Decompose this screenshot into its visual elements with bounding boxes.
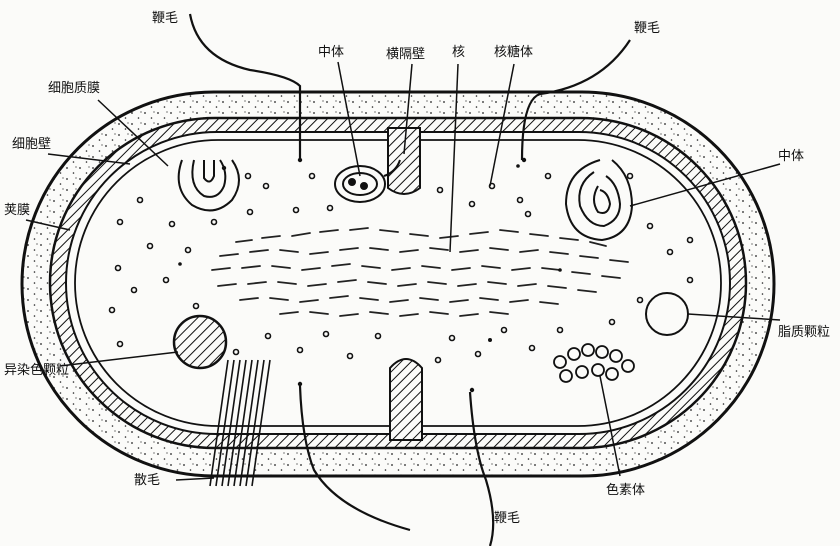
label-flagellum-top-left: 鞭毛 [152, 11, 178, 26]
label-lipid-granule: 脂质颗粒 [778, 325, 830, 340]
label-flagellum-top-right: 鞭毛 [634, 21, 660, 36]
label-mesosome-top: 中体 [318, 45, 344, 60]
label-ribosome: 核糖体 [494, 44, 533, 60]
label-cell-wall: 细胞壁 [12, 137, 51, 152]
label-pili: 散毛 [134, 473, 160, 488]
septum-bottom [390, 359, 422, 440]
label-septum: 横隔壁 [386, 47, 425, 62]
label-chromatophore: 色素体 [606, 482, 645, 498]
label-metachromatic-granule: 异染色颗粒 [4, 362, 69, 378]
label-flagellum-bottom: 鞭毛 [494, 511, 520, 526]
metachromatic-granule [174, 316, 226, 368]
label-capsule: 荚膜 [4, 203, 30, 218]
label-cell-membrane: 细胞质膜 [48, 81, 100, 96]
label-mesosome-right: 中体 [778, 149, 804, 164]
lipid-granule [646, 293, 688, 335]
label-nucleus: 核 [452, 45, 465, 60]
septum-top [388, 128, 420, 194]
